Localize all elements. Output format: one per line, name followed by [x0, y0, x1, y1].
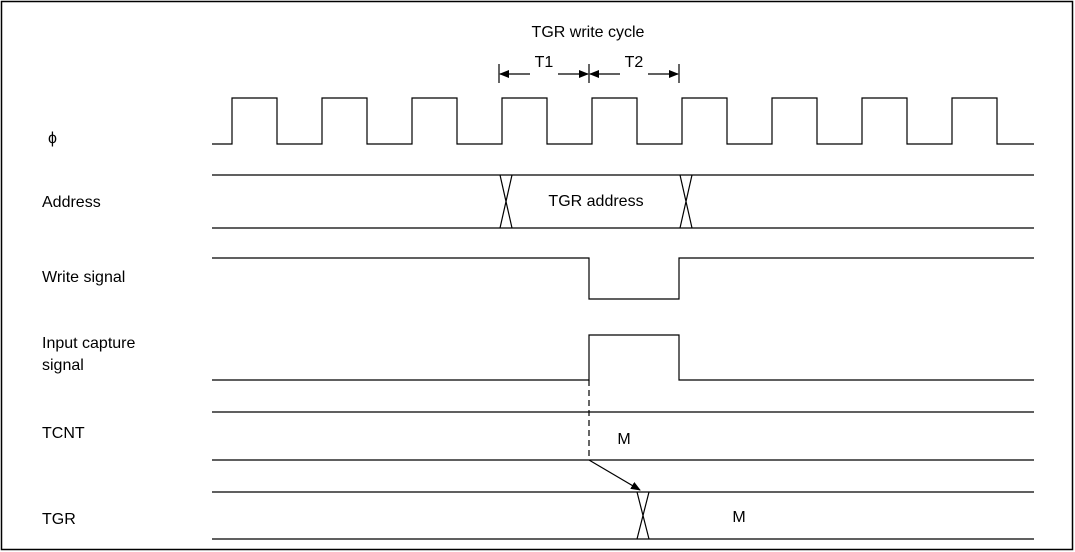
tgr-label: TGR [42, 511, 76, 528]
phi-label: ϕ [48, 130, 57, 147]
transfer-arrow [588, 459, 641, 491]
write-signal-waveform [212, 257, 1034, 300]
capture-label-line2: signal [42, 357, 84, 374]
tgr-address-value: TGR address [548, 193, 643, 210]
tgr-bus-top [212, 491, 1034, 540]
address-label: Address [42, 194, 101, 211]
address-transition-right [679, 174, 693, 229]
tgr-value: M [732, 509, 745, 526]
capture-label-line1: Input capture [42, 335, 136, 352]
address-bus-bottom [212, 174, 1034, 229]
write-cycle-title: TGR write cycle [532, 24, 645, 41]
tcnt-label: TCNT [42, 425, 85, 442]
address-bus-top [212, 174, 1034, 229]
tcnt-value: M [617, 431, 630, 448]
input-capture-waveform [212, 334, 1034, 381]
t2-label: T2 [625, 54, 644, 71]
tgr-bus-bottom [212, 491, 1034, 540]
phi-clock-waveform [212, 97, 1034, 145]
t1-label: T1 [535, 54, 554, 71]
write-signal-label: Write signal [42, 269, 125, 286]
